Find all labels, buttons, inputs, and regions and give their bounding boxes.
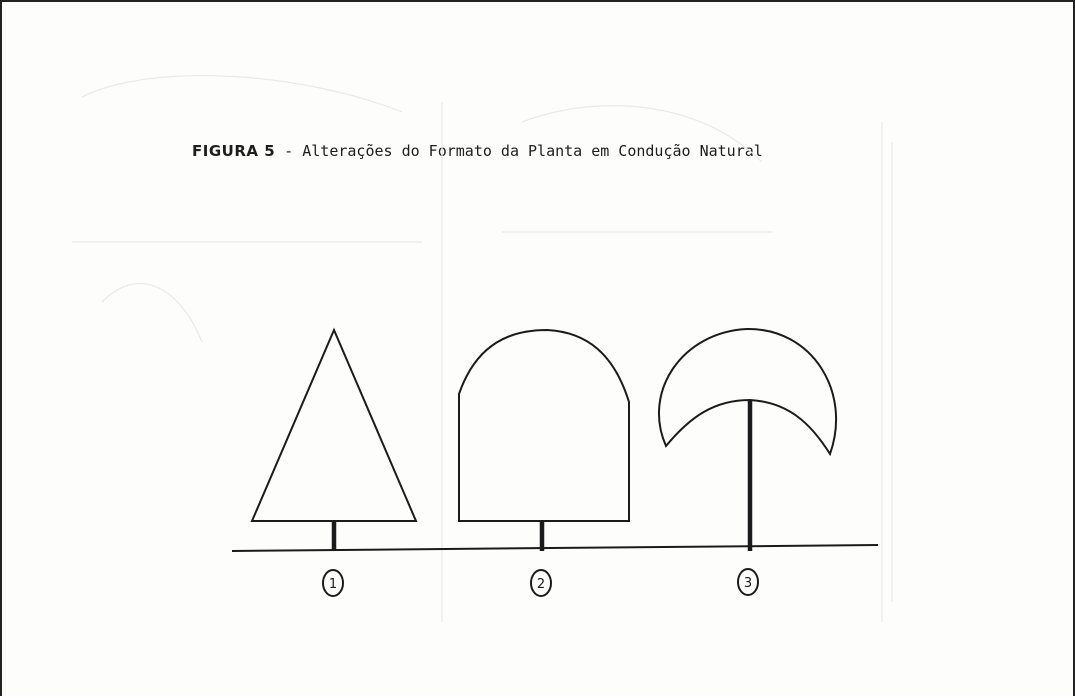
svg-text:2: 2 <box>537 577 545 592</box>
ground-line <box>231 544 879 552</box>
shape-number-3: 3 <box>737 568 759 596</box>
figure-caption: FIGURA 5 - Alterações do Formato da Plan… <box>192 142 763 160</box>
svg-text:1: 1 <box>329 577 337 592</box>
plant-shape-crescent <box>657 327 838 551</box>
shape-number-2: 2 <box>530 569 552 597</box>
plant-shape-rounded <box>458 328 630 551</box>
caption-separator: - <box>275 142 303 160</box>
svg-text:3: 3 <box>744 576 752 591</box>
caption-text: Alterações do Formato da Planta em Condu… <box>302 142 763 160</box>
shape-number-1: 1 <box>322 569 344 597</box>
bleed-through-background <box>72 75 893 622</box>
figure-label: FIGURA 5 <box>192 142 276 160</box>
plant-shape-triangle <box>250 327 418 551</box>
